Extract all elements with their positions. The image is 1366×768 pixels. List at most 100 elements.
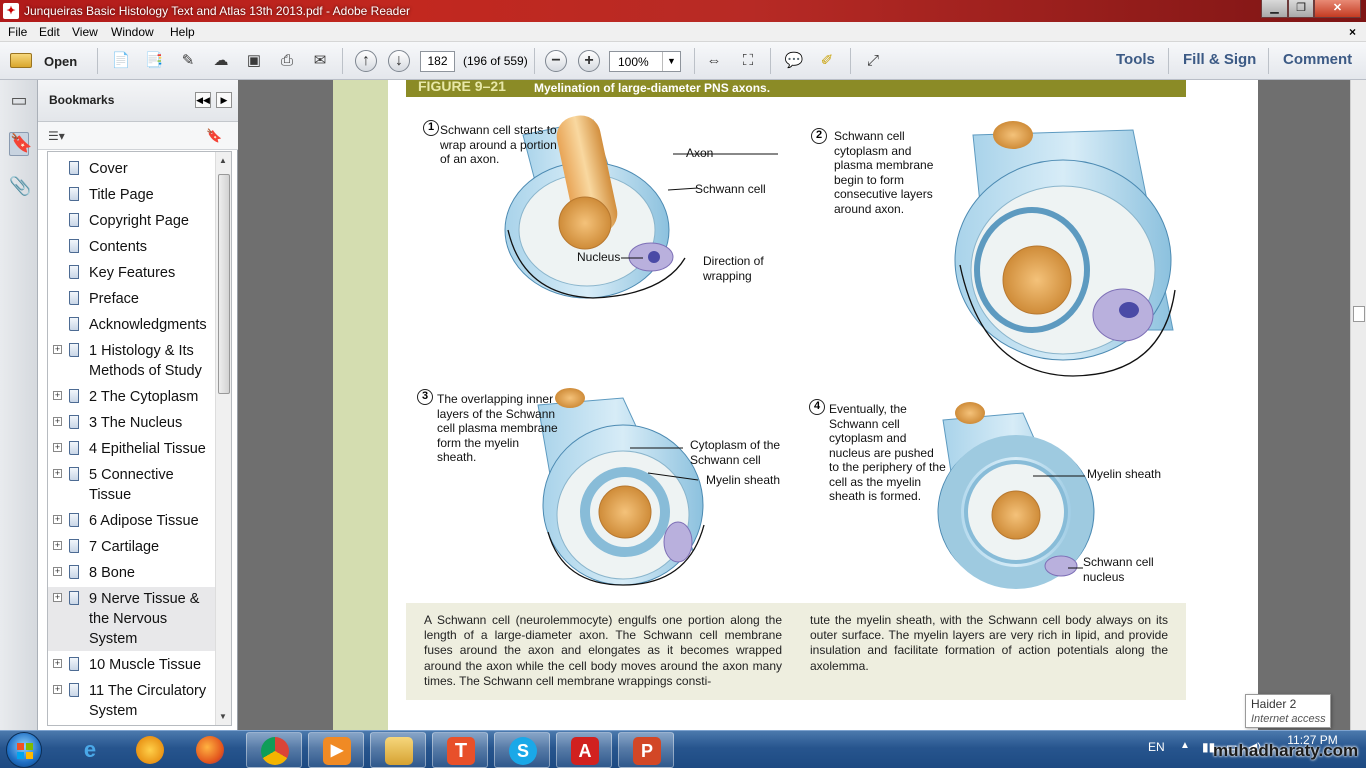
save-icon[interactable]: ▣ [246, 52, 262, 69]
language-indicator[interactable]: EN [1148, 740, 1165, 754]
fit-width-icon[interactable]: ⇔ [706, 52, 722, 69]
bookmark-item[interactable]: +7 Cartilage [48, 537, 216, 561]
bookmark-item[interactable]: +1 Histology & Its Methods of Study [48, 341, 216, 385]
network-icon[interactable]: ▮▮ [1202, 740, 1216, 754]
system-clock[interactable]: 11:27 PM [1275, 733, 1350, 748]
attachments-icon[interactable]: 📎 [9, 176, 32, 196]
bookmark-item[interactable]: +10 Muscle Tissue [48, 655, 216, 679]
step-2-text: Schwann cell cytoplasm and plasma membra… [834, 129, 934, 216]
zoom-out-button[interactable]: − [545, 50, 567, 72]
expand-icon[interactable]: + [53, 442, 62, 452]
bookmark-item[interactable]: Title Page [48, 185, 216, 209]
taskbar-adobe-reader[interactable]: A [556, 732, 612, 768]
bookmark-item[interactable]: Acknowledgments [48, 315, 216, 339]
bookmark-item[interactable]: +4 Epithelial Tissue [48, 439, 216, 463]
bookmark-label: 11 The Circulatory System [89, 683, 207, 719]
next-page-button[interactable]: ↓ [388, 50, 410, 72]
volume-icon[interactable]: ◀) [1248, 740, 1262, 754]
show-hidden-icons-icon[interactable]: ▲ [1180, 740, 1190, 751]
expand-icon[interactable]: + [53, 514, 62, 524]
collapse-panel-icon[interactable]: ◀◀ [195, 92, 211, 108]
bookmark-item[interactable]: +11 The Circulatory System [48, 681, 216, 725]
print-icon[interactable]: ⎙ [280, 52, 293, 69]
skype-icon: S [509, 737, 537, 765]
menu-edit[interactable]: Edit [39, 25, 60, 39]
bookmarks-icon[interactable]: 🔖 [9, 132, 32, 156]
expand-icon[interactable]: + [53, 658, 62, 668]
expand-icon[interactable]: + [53, 390, 62, 400]
expand-icon[interactable]: + [53, 468, 62, 478]
new-bookmark-icon[interactable]: 🔖 [206, 128, 223, 143]
page-number-input[interactable]: 182 [420, 51, 455, 72]
close-button[interactable]: ✕ [1314, 0, 1361, 18]
full-screen-icon[interactable]: ⤢ [866, 52, 879, 69]
bookmark-item[interactable]: Copyright Page [48, 211, 216, 235]
taskbar-file-explorer[interactable] [370, 732, 426, 768]
expand-icon[interactable]: + [53, 684, 62, 694]
tools-button[interactable]: Tools [1116, 51, 1155, 68]
taskbar-internet-explorer[interactable]: e [62, 732, 118, 768]
maximize-button[interactable]: ❐ [1288, 0, 1314, 18]
chevron-down-icon[interactable]: ▼ [662, 52, 680, 71]
document-scrollbar[interactable] [1350, 80, 1366, 730]
expand-icon[interactable]: + [53, 566, 62, 576]
options-menu-icon[interactable]: ☰▾ [48, 129, 65, 143]
bookmarks-scrollbar[interactable]: ▲ ▼ [215, 152, 231, 725]
taskbar-powerpoint[interactable]: P [618, 732, 674, 768]
taskbar-browser-ball[interactable] [122, 732, 178, 768]
create-pdf-icon[interactable]: 📄 [111, 52, 131, 69]
expand-icon[interactable]: + [53, 416, 62, 426]
bookmark-item[interactable]: Preface [48, 289, 216, 313]
fill-sign-button[interactable]: Fill & Sign [1183, 51, 1257, 68]
bookmark-item[interactable]: +3 The Nucleus [48, 413, 216, 437]
menu-help[interactable]: Help [170, 25, 195, 39]
menu-file[interactable]: File [8, 25, 28, 39]
email-icon[interactable]: ✉ [313, 52, 327, 69]
minimize-button[interactable]: ▁ [1261, 0, 1288, 18]
bookmark-item[interactable]: Contents [48, 237, 216, 261]
bookmark-item[interactable]: Cover [48, 159, 216, 183]
start-button[interactable] [6, 732, 42, 768]
bookmark-item[interactable]: +6 Adipose Tissue [48, 511, 216, 535]
taskbar-media-player[interactable]: ▶ [308, 732, 364, 768]
bookmark-icon [69, 657, 79, 671]
pdf-page: FIGURE 9–21 Myelination of large-diamete… [333, 78, 1258, 730]
upload-cloud-icon[interactable]: ☁ [213, 52, 229, 69]
panel-menu-icon[interactable]: ▶ [216, 92, 232, 108]
previous-page-button[interactable]: ↑ [355, 50, 377, 72]
bookmark-item[interactable]: +8 Bone [48, 563, 216, 587]
zoom-select[interactable]: 100% ▼ [609, 51, 681, 72]
export-pdf-icon[interactable]: 📑 [144, 52, 164, 69]
open-button[interactable]: Open [6, 50, 88, 72]
expand-icon[interactable]: + [53, 540, 62, 550]
scroll-down-icon[interactable]: ▼ [219, 712, 227, 721]
comment-button[interactable]: Comment [1283, 51, 1353, 68]
menu-view[interactable]: View [72, 25, 98, 39]
document-viewer[interactable]: FIGURE 9–21 Myelination of large-diamete… [238, 78, 1350, 730]
sticky-note-icon[interactable]: 💬 [784, 52, 804, 69]
taskbar-skype[interactable]: S [494, 732, 550, 768]
scrollbar-thumb[interactable] [218, 174, 230, 394]
taskbar-chrome[interactable] [246, 732, 302, 768]
bookmark-item-selected[interactable]: +9 Nerve Tissue & the Nervous System [48, 587, 216, 651]
bookmark-item[interactable]: Key Features [48, 263, 216, 287]
menu-window[interactable]: Window [111, 25, 154, 39]
battery-icon[interactable]: ▭ [1226, 740, 1238, 754]
bookmark-item[interactable]: +2 The Cytoplasm [48, 387, 216, 411]
taskbar-firefox[interactable] [182, 732, 238, 768]
scroll-up-icon[interactable]: ▲ [219, 156, 227, 165]
bookmark-label: Title Page [89, 187, 154, 203]
edit-pdf-icon[interactable]: ✎ [181, 52, 195, 69]
expand-icon[interactable]: + [53, 592, 62, 602]
adobe-reader-icon: ✦ [3, 3, 19, 19]
title-bar: ✦ Junqueiras Basic Histology Text and At… [0, 0, 1366, 22]
page-thumbnails-icon[interactable]: ▭ [10, 90, 28, 110]
taskbar-t-app[interactable]: T [432, 732, 488, 768]
zoom-in-button[interactable]: + [578, 50, 600, 72]
bookmark-item[interactable]: +5 Connective Tissue [48, 465, 216, 509]
fit-page-icon[interactable]: ⛶ [742, 52, 754, 69]
highlight-icon[interactable]: ✐ [820, 52, 834, 69]
scrollbar-thumb[interactable] [1353, 306, 1365, 322]
close-document-icon[interactable]: × [1348, 25, 1356, 39]
expand-icon[interactable]: + [53, 344, 62, 354]
